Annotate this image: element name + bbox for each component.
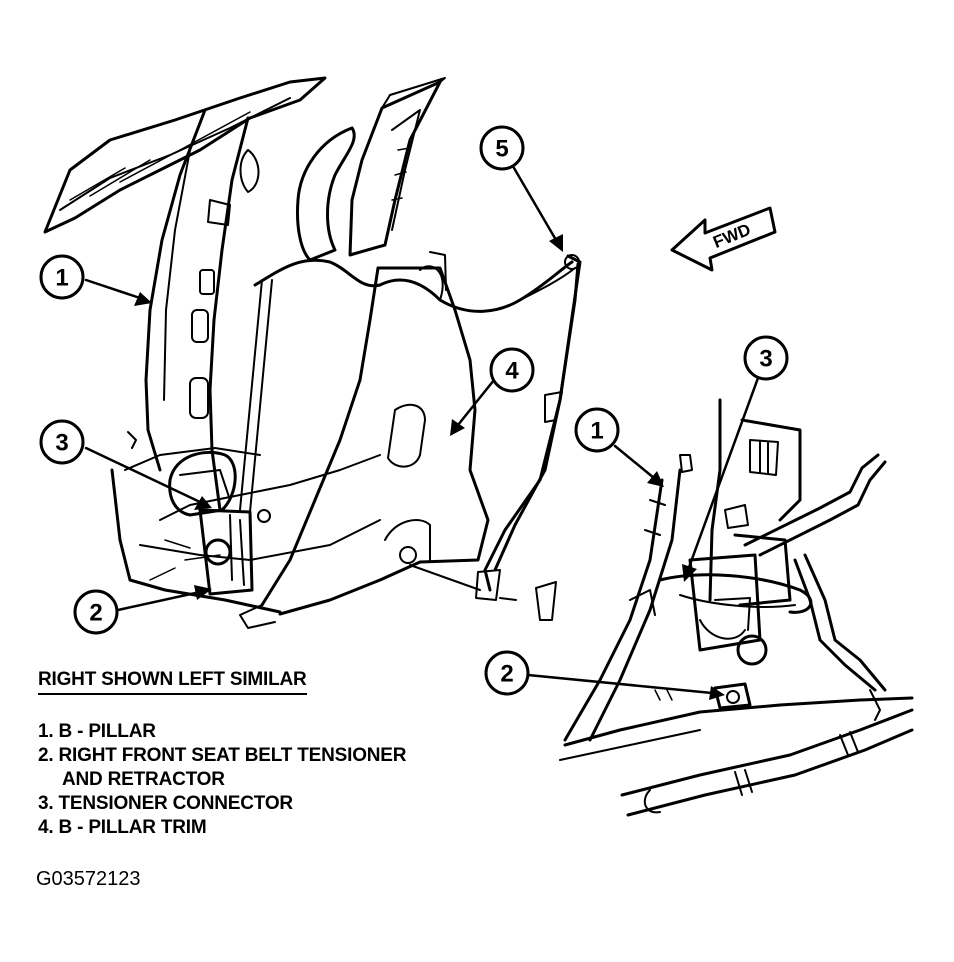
figure-id: G03572123 [36,868,141,890]
callout-5-left-label: 5 [495,136,508,163]
legend-item-b-pillar: 1. B - PILLAR [38,721,156,742]
legend-title: RIGHT SHOWN LEFT SIMILAR [38,669,307,695]
callout-2-right: 2 [484,650,530,696]
legend-item-b-pillar-trim: 4. B - PILLAR TRIM [38,817,207,838]
callout-3-left-label: 3 [55,430,68,457]
callout-3-right-label: 3 [759,346,772,373]
right-b-pillar-detail-drawing [559,398,914,817]
callout-2-left-label: 2 [89,600,102,627]
legend-item-tensioner-retractor: 2. RIGHT FRONT SEAT BELT TENSIONER [38,745,407,766]
callout-4-left: 4 [489,347,535,393]
fwd-arrow: FWD [670,206,777,272]
callout-1-right-label: 1 [590,418,603,445]
fwd-arrow-label: FWD [710,220,753,252]
legend-item-tensioner-connector: 3. TENSIONER CONNECTOR [38,793,293,814]
callout-1-right: 1 [574,407,620,453]
left-b-pillar-drawing [43,76,582,629]
callout-2-left: 2 [73,589,119,635]
legend-list: 1. B - PILLAR 2. RIGHT FRONT SEAT BELT T… [38,720,406,840]
callout-3-left: 3 [39,419,85,465]
callout-3-right: 3 [743,335,789,381]
callout-1-left: 1 [39,254,85,300]
callout-1-left-label: 1 [55,265,68,292]
callout-4-left-label: 4 [505,358,519,385]
callout-leaders [84,166,760,700]
legend-item-tensioner-retractor-cont: AND RETRACTOR [62,769,225,790]
callout-2-right-label: 2 [500,661,513,688]
callout-5-left: 5 [479,125,525,171]
